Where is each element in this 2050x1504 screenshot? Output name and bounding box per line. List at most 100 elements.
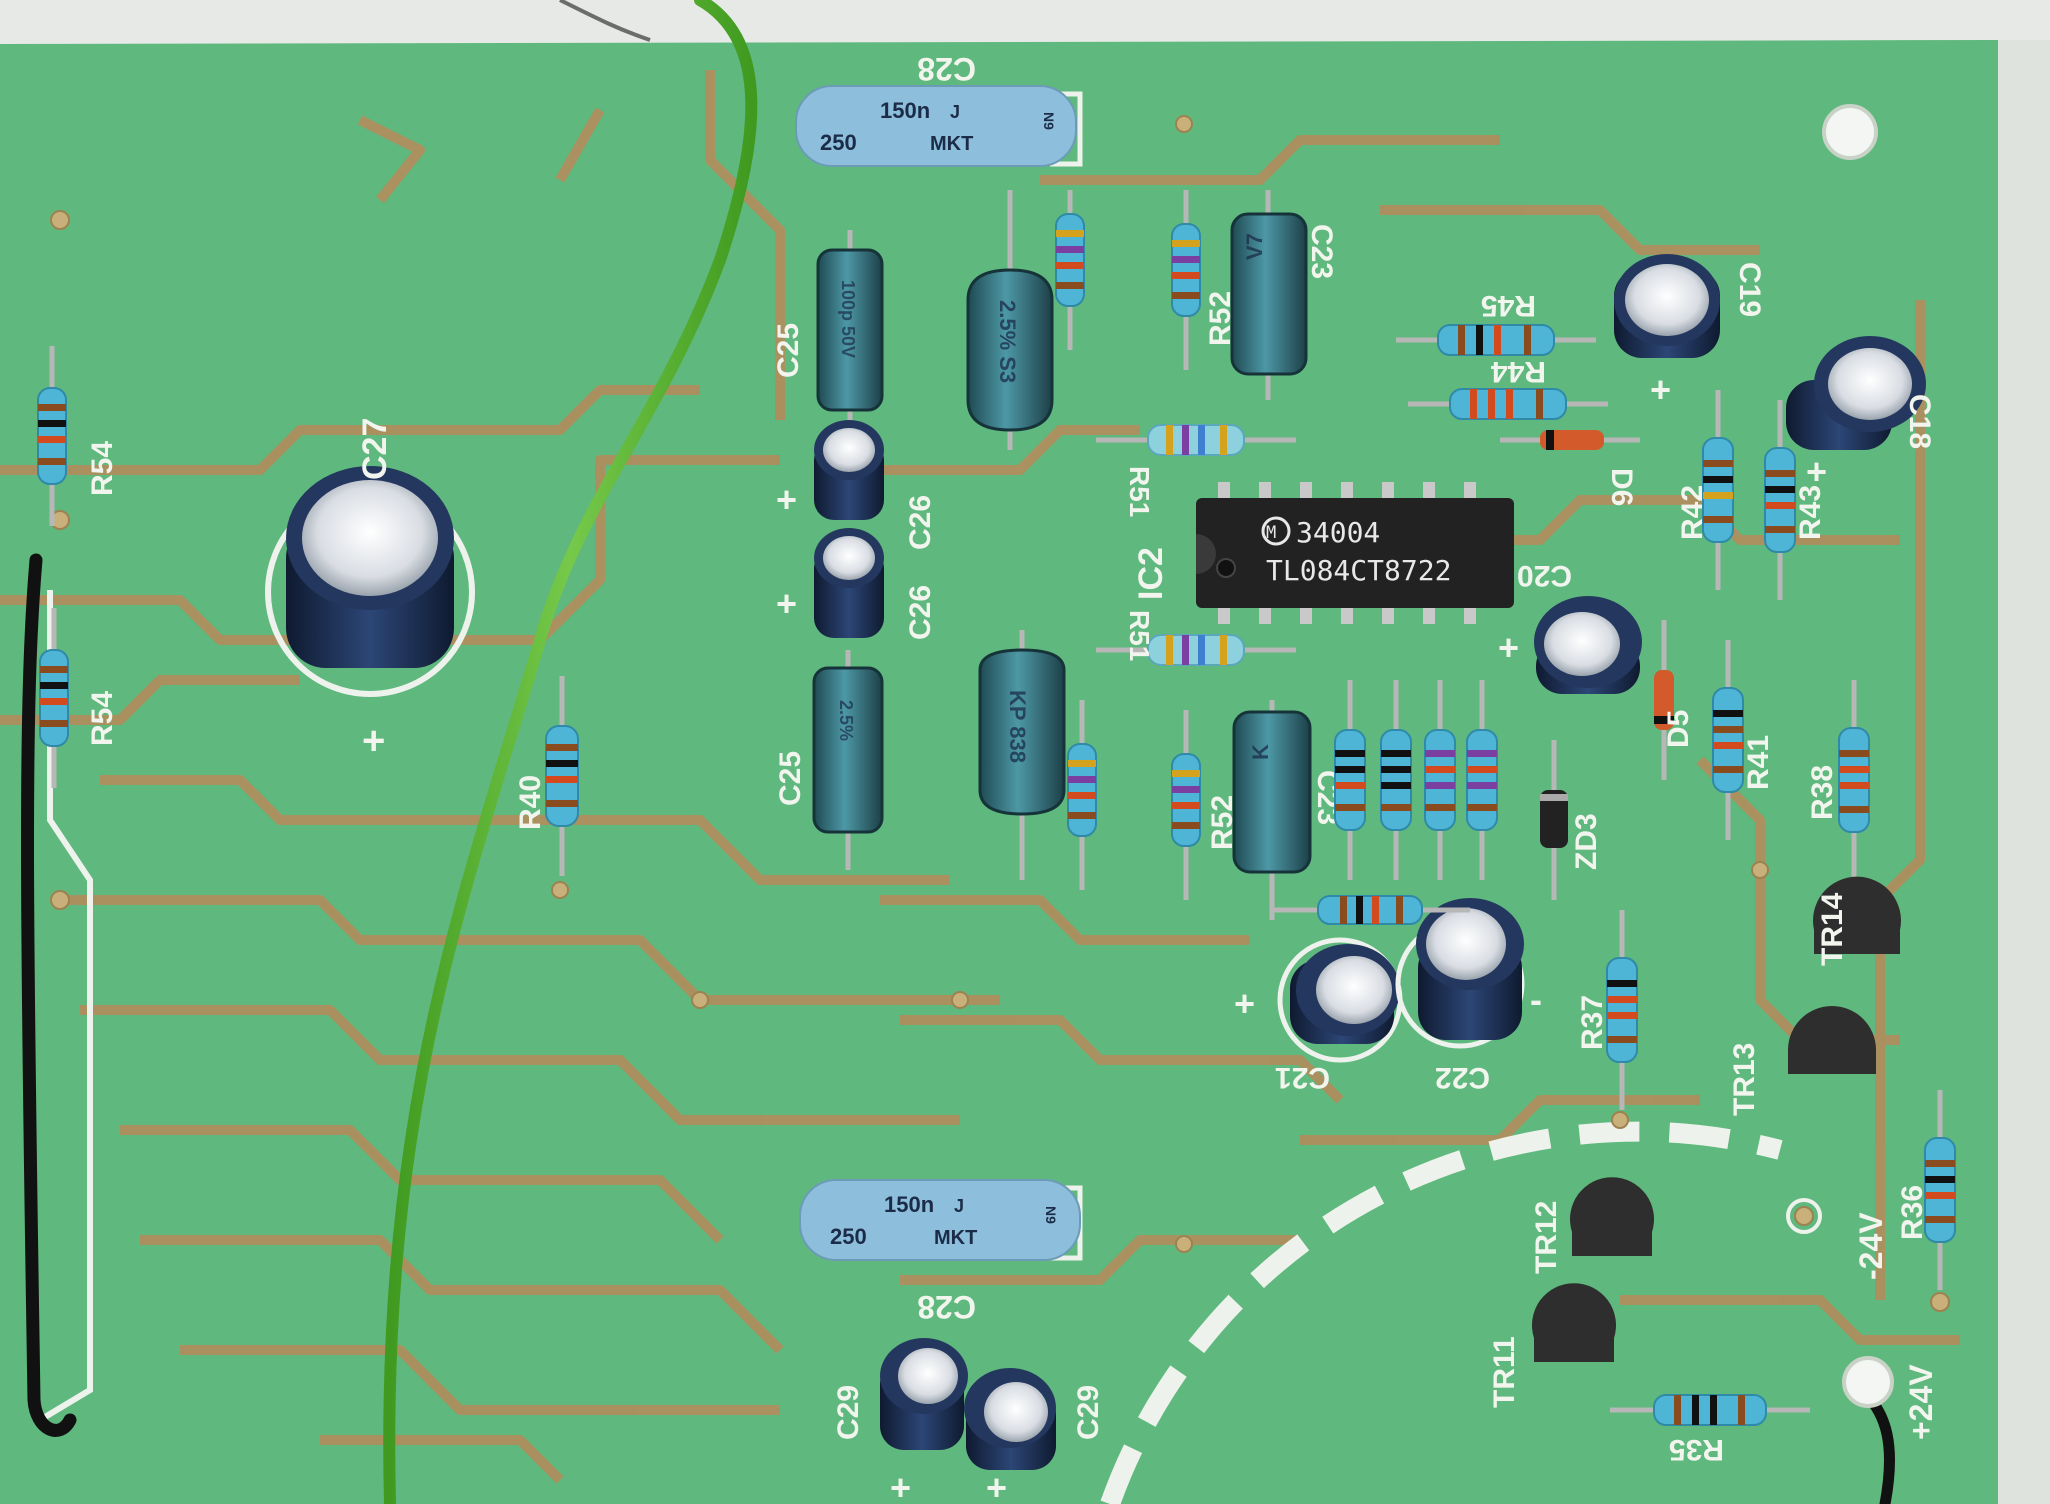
svg-text:250: 250 [820, 130, 857, 155]
svg-text:100p 50V: 100p 50V [838, 280, 858, 358]
diode-d5 [1654, 620, 1674, 780]
electrolytic-c27 [265, 466, 475, 697]
tr11-label: TR11 [1488, 1336, 1521, 1408]
c23-top-label: C23 [1305, 224, 1338, 279]
c18-label: C18 [1903, 394, 1936, 449]
ic-marking-line2: TL084CT8722 [1266, 554, 1451, 587]
minus-24v-pad [1786, 1198, 1822, 1234]
polarity-plus-c26-bottom: + [776, 583, 797, 624]
polarity-plus-c29-right: + [986, 1467, 1007, 1504]
polarity-plus-c27: + [362, 719, 385, 763]
transistor-tr13 [1788, 1006, 1876, 1074]
c20-label: C20 [1517, 559, 1572, 592]
tr13-label: TR13 [1728, 1043, 1761, 1116]
c22-label: C22 [1435, 1061, 1490, 1094]
polarity-plus-c18: + [1806, 451, 1827, 492]
polarity-plus-c19: + [1650, 369, 1671, 410]
c25-bottom-label: C25 [774, 751, 807, 806]
plus-24v-pad [1842, 1356, 1894, 1408]
svg-text:V7: V7 [1242, 233, 1267, 260]
r35-label: R35 [1669, 1433, 1724, 1466]
glass-cap-c25-top: 100p 50V [816, 230, 884, 440]
c21-label: C21 [1275, 1061, 1330, 1094]
r52-top-label: R52 [1204, 291, 1237, 346]
r52-bottom-label: R52 [1206, 795, 1239, 850]
svg-text:2.5%: 2.5% [836, 700, 856, 741]
c26-bottom-label: C26 [904, 585, 937, 640]
resistors [37, 190, 1956, 1426]
ic2-label: IC2 [1132, 547, 1170, 600]
mounting-hole [1822, 104, 1878, 160]
c19-label: C19 [1733, 262, 1766, 317]
r51-bottom-label: R51 [1124, 610, 1155, 661]
tr12-label: TR12 [1530, 1201, 1563, 1274]
silkscreen-dashed-arc [1100, 1121, 1783, 1504]
transistor-tr11 [1532, 1283, 1616, 1362]
r54-top-label: R54 [86, 441, 119, 496]
polarity-minus-c22: - [1530, 979, 1542, 1020]
c25-top-label: C25 [772, 323, 805, 378]
r51-top-label: R51 [1124, 466, 1155, 517]
plus-24v-label: +24V [1903, 1364, 1939, 1440]
ic2-chip: M 34004 TL084CT8722 [1196, 482, 1514, 624]
polarity-plus-c26-top: + [776, 479, 797, 520]
r45-label: R45 [1481, 289, 1536, 322]
black-jumper-wire [21, 553, 77, 1437]
svg-text:J: J [950, 102, 960, 122]
solder-pads [50, 115, 1950, 1312]
electrolytic-c26-bottom [814, 528, 884, 638]
svg-text:N9: N9 [1041, 112, 1057, 130]
transistor-tr14 [1813, 876, 1902, 954]
c26-top-label: C26 [904, 495, 937, 550]
svg-text:J: J [954, 1196, 964, 1216]
film-cap-c28-top: 150n J 250 MKT N9 [795, 85, 1083, 167]
polarity-plus-c20: + [1498, 627, 1519, 668]
c29-left-label: C29 [832, 1385, 865, 1440]
electrolytic-c21 [1277, 937, 1403, 1063]
electrolytic-c20 [1534, 596, 1642, 694]
svg-text:250: 250 [830, 1224, 867, 1249]
minus-24v-label: -24V [1853, 1212, 1889, 1280]
svg-text:K: K [1248, 744, 1273, 760]
r43-label: R43 [1794, 485, 1827, 540]
r38-label: R38 [1806, 765, 1839, 820]
electrolytic-c22 [1395, 898, 1525, 1049]
svg-text:MKT: MKT [934, 1227, 977, 1249]
green-jumper-wire [383, 0, 758, 1504]
polarity-plus-c21: + [1234, 983, 1255, 1024]
svg-text:KP 838: KP 838 [1005, 690, 1030, 763]
d6-label: D6 [1605, 468, 1638, 506]
r44-label: R44 [1491, 355, 1546, 388]
glass-cap-c25-bottom: 2.5% [812, 650, 884, 870]
r41-label: R41 [1742, 735, 1775, 790]
polarity-plus-c29-left: + [890, 1467, 911, 1504]
electrolytic-c29-right [964, 1368, 1056, 1470]
r36-label: R36 [1896, 1185, 1929, 1240]
transistor-tr12 [1570, 1177, 1654, 1256]
glass-cap-kp838: KP 838 [978, 630, 1066, 880]
electrolytic-c26-top [814, 420, 884, 520]
r42-label: R42 [1676, 485, 1709, 540]
c29-right-label: C29 [1072, 1385, 1105, 1440]
svg-text:150n: 150n [884, 1192, 934, 1217]
svg-text:M: M [1266, 523, 1276, 543]
d5-label: D5 [1662, 710, 1695, 748]
c27-label: C27 [356, 418, 394, 480]
svg-text:MKT: MKT [930, 133, 973, 155]
zd3-label: ZD3 [1570, 813, 1603, 870]
svg-text:150n: 150n [880, 98, 930, 123]
svg-text:2.5% S3: 2.5% S3 [995, 300, 1020, 383]
zener-diode-zd3 [1540, 740, 1568, 900]
glass-cap-s3: 2.5% S3 [966, 190, 1054, 450]
r54-bottom-label: R54 [86, 691, 119, 746]
r40-label: R40 [514, 775, 547, 830]
electrolytic-c18 [1786, 336, 1926, 450]
ic-marking-line1: 34004 [1296, 516, 1380, 549]
c28-bottom-label: C28 [917, 1289, 976, 1325]
glass-cap-c23-bottom: K [1232, 700, 1312, 920]
svg-text:N9: N9 [1043, 1206, 1059, 1224]
c28-top-label: C28 [917, 51, 976, 87]
board-edge [1998, 40, 2050, 1504]
glass-cap-c23-top: V7 [1230, 190, 1308, 400]
film-cap-c28-bottom: 150n J 250 MKT N9 [799, 1179, 1083, 1261]
